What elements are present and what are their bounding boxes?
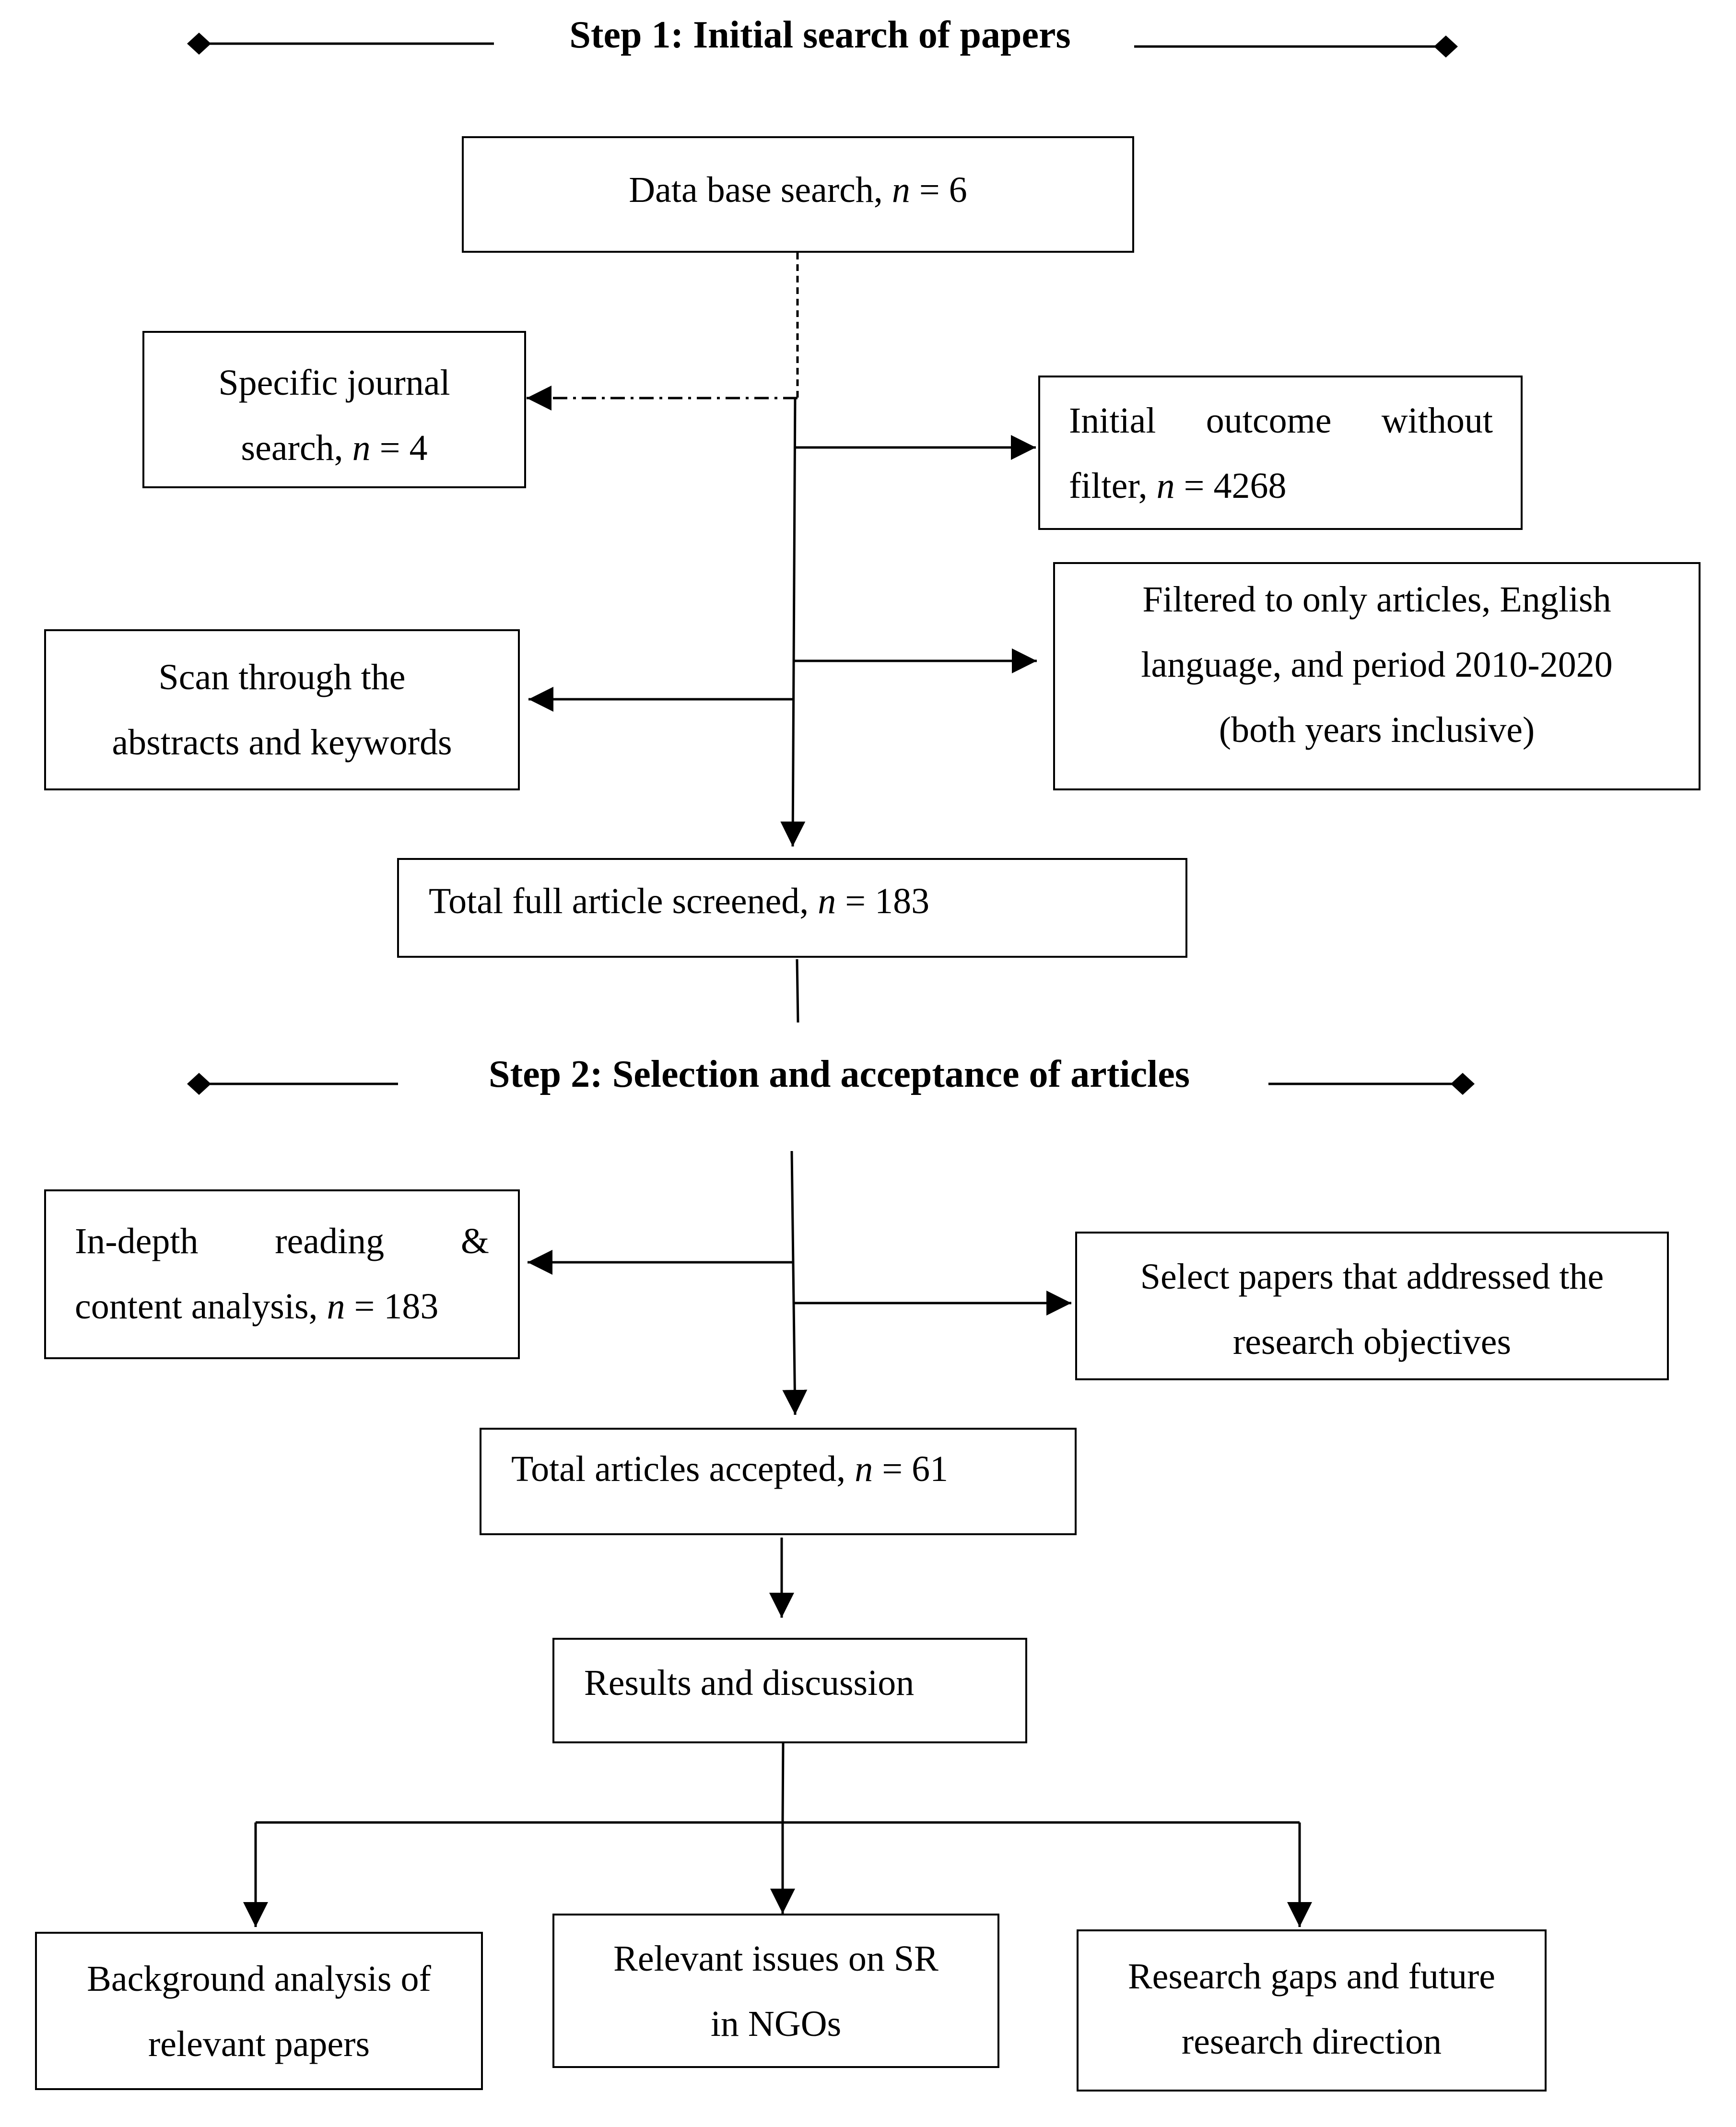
database-search-text: Data base search, n = 6	[629, 170, 967, 210]
step2-diamond-right	[1451, 1073, 1475, 1095]
in-depth-line2: content analysis, n = 183	[75, 1286, 439, 1327]
total-screened-box: Total full article screened, n = 183	[397, 858, 1187, 958]
total-screened-text: Total full article screened, n = 183	[429, 881, 930, 921]
step1-heading: Step 1: Initial search of papers	[569, 14, 1071, 56]
step1-diamond-right	[1434, 35, 1458, 58]
research-gaps-box: Research gaps and future research direct…	[1077, 1929, 1547, 2092]
specific-journal-line1: Specific journal	[218, 363, 450, 403]
specific-journal-line2: search, n = 4	[241, 428, 428, 468]
select-papers-box: Select papers that addressed the researc…	[1075, 1232, 1669, 1380]
database-search-box: Data base search, n = 6	[462, 136, 1134, 253]
relevant-issues-line2: in NGOs	[710, 2004, 842, 2044]
relevant-issues-box: Relevant issues on SR in NGOs	[552, 1914, 999, 2068]
scan-abstracts-line1: Scan through the	[158, 657, 406, 697]
step1-diamond-left	[187, 33, 211, 55]
results-box: Results and discussion	[552, 1638, 1027, 1743]
specific-journal-box: Specific journal search, n = 4	[142, 331, 526, 488]
background-box: Background analysis of relevant papers	[35, 1932, 483, 2090]
filtered-line3: (both years inclusive)	[1219, 710, 1535, 750]
total-accepted-text: Total articles accepted, n = 61	[511, 1449, 949, 1489]
trunk-step1	[780, 398, 806, 847]
relevant-issues-line1: Relevant issues on SR	[613, 1939, 938, 1979]
background-line1: Background analysis of	[87, 1959, 431, 1999]
research-gaps-line2: research direction	[1181, 2021, 1442, 2062]
scan-abstracts-line2: abstracts and keywords	[112, 722, 452, 763]
background-line2: relevant papers	[148, 2024, 370, 2064]
select-papers-line1: Select papers that addressed the	[1140, 1257, 1604, 1297]
initial-outcome-line2: filter, n = 4268	[1069, 466, 1287, 506]
filtered-line1: Filtered to only articles, English	[1142, 579, 1611, 620]
step2-heading: Step 2: Selection and acceptance of arti…	[489, 1053, 1190, 1095]
total-accepted-box: Total articles accepted, n = 61	[480, 1428, 1077, 1535]
scan-abstracts-box: Scan through the abstracts and keywords	[44, 629, 520, 790]
screened-tail	[796, 959, 799, 1023]
trunk-step2	[782, 1151, 808, 1415]
filtered-box: Filtered to only articles, English langu…	[1053, 562, 1701, 790]
filtered-line2: language, and period 2010-2020	[1141, 645, 1613, 685]
step2-diamond-left	[187, 1073, 211, 1095]
select-papers-line2: research objectives	[1232, 1322, 1512, 1362]
research-gaps-line1: Research gaps and future	[1127, 1956, 1495, 1997]
results-text: Results and discussion	[584, 1663, 915, 1703]
